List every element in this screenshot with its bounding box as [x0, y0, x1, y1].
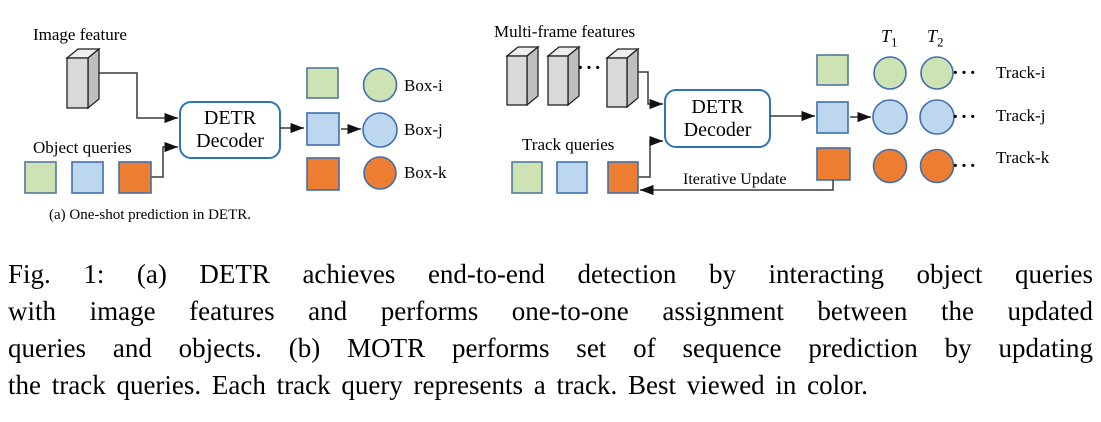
image-feature-cuboid: [65, 47, 101, 110]
track-i-ellipsis: ···: [952, 62, 979, 84]
detr-decoder-box-b: [664, 89, 771, 148]
output-square-orange-b: [816, 147, 851, 181]
t2-sub: 2: [937, 34, 944, 50]
box-circle-orange: [363, 156, 397, 190]
detr-decoder-box-a: [179, 101, 281, 159]
panel-a-caption: (a) One-shot prediction in DETR.: [48, 207, 252, 223]
caption-line-3: queries and objects. (b) MOTR performs s…: [8, 333, 1093, 363]
track-circle-blue-t2: [919, 99, 955, 135]
frame-cuboid-1: [505, 45, 540, 107]
connector-frames-to-decoder: [638, 71, 663, 110]
track-queries-label: Track queries: [522, 135, 615, 154]
decoder-line1-a: DETR: [203, 107, 257, 129]
track-j-ellipsis: ···: [952, 106, 979, 128]
connector-iterative-update: [640, 180, 834, 196]
decoder-line1-b: DETR: [691, 95, 744, 118]
caption-line-1: Fig. 1: (a) DETR achieves end-to-end det…: [8, 259, 1093, 289]
output-square-orange-a: [306, 157, 340, 191]
detr-decoder-label-a: DETR Decoder: [180, 102, 280, 158]
object-query-square-orange: [118, 161, 152, 194]
caption-line-4: the track queries. Each track query repr…: [8, 370, 868, 400]
time-label-t2: T2: [927, 26, 944, 51]
object-query-square-blue: [71, 161, 104, 194]
t1-base: T: [881, 26, 892, 46]
iterative-update-label: Iterative Update: [683, 171, 787, 188]
track-query-square-orange: [607, 161, 639, 194]
box-circle-blue: [362, 112, 398, 148]
box-circle-green: [362, 67, 398, 103]
connector-object-queries-to-decoder: [151, 141, 178, 178]
box-k-label: Box-k: [404, 163, 447, 182]
output-square-blue-b: [816, 101, 849, 134]
image-feature-label: Image feature: [33, 25, 127, 44]
connector-image-feature-to-decoder: [99, 72, 178, 124]
detr-decoder-label-b: DETR Decoder: [665, 90, 770, 147]
connector-track-queries-to-decoder: [638, 135, 663, 178]
box-j-label: Box-j: [404, 120, 443, 139]
decoder-line2-a: Decoder: [196, 130, 264, 152]
time-label-t1: T1: [881, 26, 898, 51]
frames-ellipsis: ···: [577, 57, 604, 79]
figure-caption: Fig. 1: (a) DETR achieves end-to-end det…: [8, 256, 1093, 404]
box-i-label: Box-i: [404, 76, 443, 95]
track-i-label: Track-i: [996, 63, 1046, 82]
output-square-green-b: [816, 54, 849, 86]
panel-b-shapes: [505, 45, 955, 196]
panel-a-shapes: [24, 47, 398, 194]
track-circle-green-t2: [920, 56, 954, 90]
frame-cuboid-2: [546, 45, 581, 107]
object-queries-label: Object queries: [33, 138, 132, 157]
output-square-blue-a: [306, 112, 340, 146]
t2-base: T: [927, 26, 938, 46]
caption-line-2: with image features and performs one-to-…: [8, 296, 1093, 326]
output-square-green-a: [306, 67, 339, 99]
multi-frame-features-label: Multi-frame features: [494, 22, 636, 41]
track-j-label: Track-j: [996, 106, 1046, 125]
track-circle-orange-t1: [872, 148, 908, 184]
track-k-ellipsis: ···: [952, 155, 979, 177]
track-query-square-blue: [556, 161, 588, 194]
t1-sub: 1: [891, 34, 898, 50]
object-query-square-green: [24, 161, 57, 194]
frame-cuboid-3: [605, 47, 640, 109]
decoder-line2-b: Decoder: [683, 118, 752, 141]
track-circle-blue-t1: [872, 99, 908, 135]
track-query-square-green: [511, 161, 543, 194]
track-circle-orange-t2: [919, 148, 955, 184]
track-k-label: Track-k: [996, 148, 1050, 167]
track-circle-green-t1: [873, 56, 907, 90]
